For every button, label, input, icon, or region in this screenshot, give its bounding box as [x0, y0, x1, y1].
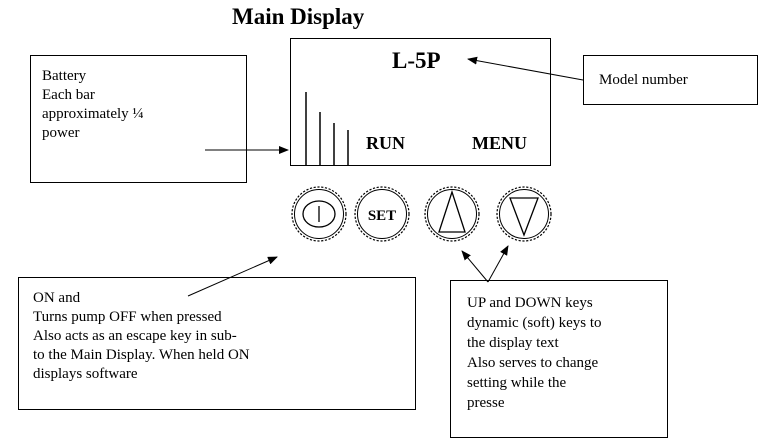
run-soft-key-label: RUN — [366, 133, 405, 153]
model-number-callout-box: Model number — [583, 55, 758, 105]
lcd-display — [290, 38, 551, 166]
on-key-callout-line: to the Main Display. When held ON — [33, 347, 250, 363]
on-key-callout-line: ON and — [33, 290, 81, 306]
on-key-callout-line: Also acts as an escape key in sub- — [33, 328, 237, 344]
battery-level-icon — [305, 92, 349, 166]
model-number-callout-label: Model number — [599, 72, 688, 88]
up-down-callout-line: Also serves to change — [467, 355, 599, 371]
menu-soft-key-label: MENU — [472, 133, 527, 153]
power-button-arrow — [187, 256, 278, 297]
on-key-callout-line: displays software — [33, 366, 138, 382]
up-down-callout-line: dynamic (soft) keys to — [467, 315, 602, 331]
battery-callout-line: Battery — [42, 68, 87, 84]
battery-callout-line: Each bar — [42, 87, 95, 103]
battery-callout-line: approximately ¼ — [42, 106, 144, 122]
on-key-callout-line: Turns pump OFF when pressed — [33, 309, 222, 325]
up-down-callout-line: UP and DOWN keys — [467, 295, 593, 311]
on-key-callout-box: ON and Turns pump OFF when pressed Also … — [18, 277, 416, 410]
set-button-label: SET — [368, 208, 396, 224]
up-triangle-icon — [438, 189, 466, 233]
battery-callout-box: Battery Each bar approximately ¼ power — [30, 55, 247, 183]
up-down-callout-line: presse — [467, 395, 505, 411]
up-down-callout-line: setting while the — [467, 375, 567, 391]
down-button-arrow — [487, 245, 509, 283]
up-down-callout-line: the display text — [467, 335, 559, 351]
battery-callout-line: power — [42, 125, 80, 141]
power-button[interactable] — [291, 186, 347, 242]
set-button[interactable] — [354, 186, 410, 242]
diagram-title: Main Display — [232, 4, 365, 29]
up-button[interactable] — [424, 186, 480, 242]
up-down-callout-box: UP and DOWN keys dynamic (soft) keys to … — [450, 280, 668, 438]
model-number-arrow — [467, 56, 584, 81]
down-button[interactable] — [496, 186, 552, 242]
down-triangle-icon — [509, 197, 539, 237]
up-button-arrow — [461, 250, 489, 283]
model-number-text: L-5P — [392, 48, 441, 73]
power-icon — [302, 200, 336, 228]
